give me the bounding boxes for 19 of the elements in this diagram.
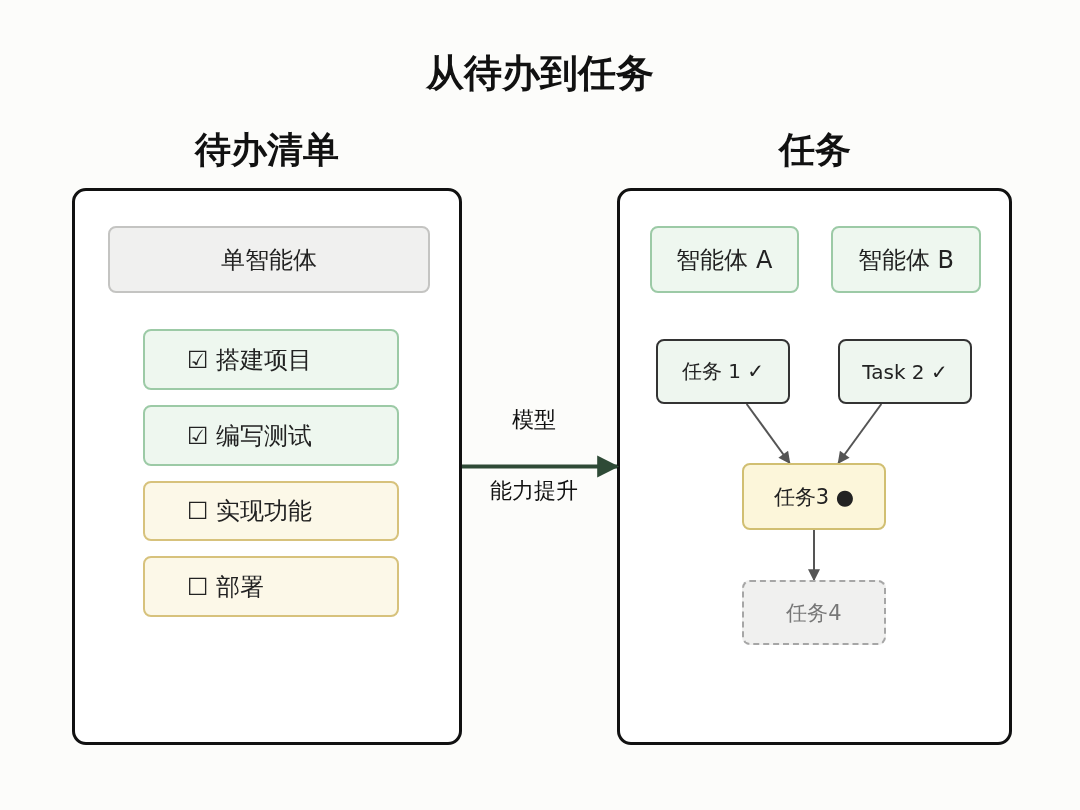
agent-box: 智能体 A	[650, 226, 799, 293]
todo-item: ☑ 搭建项目	[143, 329, 399, 390]
agent-box: 单智能体	[108, 226, 430, 293]
arrow-caption: 能力提升	[490, 477, 578, 505]
arrow-caption: 模型	[512, 406, 556, 434]
todo-item: ☐ 实现功能	[143, 481, 399, 541]
task-box: 任务4	[742, 580, 886, 645]
task-box: 任务 1 ✓	[656, 339, 790, 404]
arrow	[837, 403, 883, 464]
diagram-title: 从待办到任务	[425, 50, 655, 97]
panel-heading: 待办清单	[193, 128, 340, 172]
arrow	[745, 403, 791, 464]
todo-item: ☐ 部署	[143, 556, 399, 617]
arrow	[808, 529, 820, 582]
task-box: Task 2 ✓	[838, 339, 972, 404]
task-box: 任务3 ●	[742, 463, 886, 530]
agent-box: 智能体 B	[831, 226, 981, 293]
todo-item: ☑ 编写测试	[143, 405, 399, 466]
panel-heading: 任务	[777, 128, 852, 172]
